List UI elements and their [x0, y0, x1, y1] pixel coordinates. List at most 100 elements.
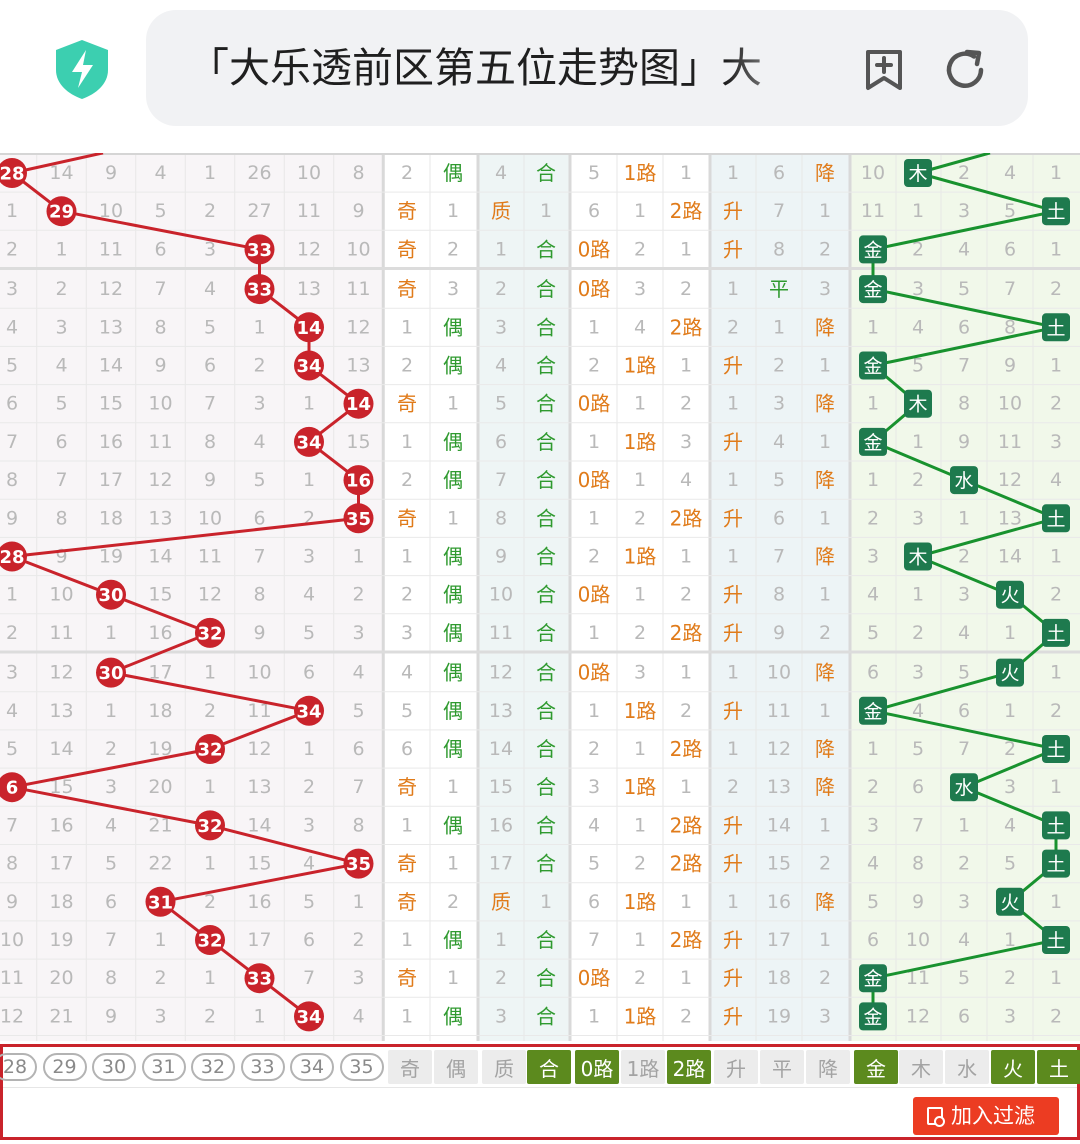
filter-option[interactable]: 30 [91, 1050, 137, 1084]
shield-bolt-icon[interactable] [52, 38, 112, 100]
address-bar[interactable]: 「大乐透前区第五位走势图」大 [146, 10, 1028, 126]
refresh-icon[interactable] [942, 47, 988, 93]
miss-value: 12 [198, 584, 222, 606]
element-char: 水 [954, 470, 973, 492]
cell-value: 4 [958, 238, 970, 260]
miss-value: 1 [204, 967, 216, 989]
cell-value: 2路 [670, 315, 703, 339]
cell-value: 1 [401, 546, 413, 568]
hit-ball-number: 33 [247, 240, 272, 261]
cell-value: 2 [1004, 967, 1016, 989]
add-filter-button[interactable]: 加入过滤 [913, 1097, 1059, 1135]
cell-value: 合 [536, 506, 556, 530]
element-char: 金 [863, 279, 882, 301]
filter-option[interactable]: 降 [806, 1050, 850, 1084]
miss-value: 11 [148, 431, 172, 453]
cell-value: 1 [401, 316, 413, 338]
element-char: 土 [1046, 739, 1065, 761]
cell-value: 9 [773, 622, 785, 644]
filter-option[interactable]: 偶 [434, 1050, 478, 1084]
cell-value: 10 [861, 162, 885, 184]
miss-value: 5 [6, 355, 18, 377]
filter-option[interactable]: 质 [482, 1050, 526, 1084]
miss-value: 12 [346, 316, 370, 338]
miss-value: 9 [154, 355, 166, 377]
filter-option[interactable]: 1路 [621, 1050, 665, 1084]
road-area-bg [570, 153, 710, 1041]
filter-option[interactable]: 升 [714, 1050, 758, 1084]
cell-value: 3 [912, 278, 924, 300]
cell-value: 3 [773, 393, 785, 415]
miss-value: 5 [303, 891, 315, 913]
filter-option[interactable]: 34 [289, 1050, 335, 1084]
odd-even-area-bg [383, 153, 478, 1041]
miss-value: 1 [105, 622, 117, 644]
miss-value: 3 [303, 814, 315, 836]
cell-value: 13 [767, 776, 791, 798]
miss-value: 16 [99, 431, 123, 453]
filter-option[interactable]: 合 [527, 1050, 571, 1084]
filter-option[interactable]: 32 [190, 1050, 236, 1084]
cell-value: 2 [634, 238, 646, 260]
filter-option[interactable]: 土 [1037, 1050, 1080, 1084]
bookmark-plus-icon[interactable] [860, 46, 908, 94]
filter-option[interactable]: 火 [991, 1050, 1035, 1084]
element-box [859, 696, 887, 725]
cell-value: 1 [819, 814, 831, 836]
cell-value: 3 [447, 278, 459, 300]
cell-value: 1 [912, 200, 924, 222]
cell-value: 2 [588, 546, 600, 568]
element-char: 金 [863, 432, 882, 454]
cell-value: 2路 [670, 506, 703, 530]
cell-value: 奇 [397, 775, 417, 799]
cell-value: 2 [680, 1005, 692, 1027]
cell-value: 合 [536, 545, 556, 569]
filter-option[interactable]: 平 [760, 1050, 804, 1084]
miss-value: 6 [154, 238, 166, 260]
cell-value: 6 [958, 1005, 970, 1027]
miss-value: 4 [352, 1005, 364, 1027]
filter-option[interactable]: 水 [945, 1050, 989, 1084]
cell-value: 5 [912, 738, 924, 760]
filter-option[interactable]: 0路 [575, 1050, 619, 1084]
filter-option[interactable]: 28 [0, 1050, 38, 1084]
miss-value: 10 [148, 393, 172, 415]
filter-option[interactable]: 奇 [388, 1050, 432, 1084]
cell-value: 13 [489, 700, 513, 722]
cell-value: 15 [767, 853, 791, 875]
miss-value: 2 [352, 584, 364, 606]
miss-value: 7 [352, 776, 364, 798]
filter-option[interactable]: 35 [339, 1050, 385, 1084]
cell-value: 2路 [670, 813, 703, 837]
miss-value: 11 [99, 238, 123, 260]
cell-value: 1 [727, 278, 739, 300]
miss-value: 1 [6, 584, 18, 606]
cell-value: 4 [867, 584, 879, 606]
cell-value: 2 [912, 469, 924, 491]
cell-value: 5 [1004, 200, 1016, 222]
cell-value: 2路 [670, 737, 703, 761]
miss-value: 12 [247, 738, 271, 760]
filter-option[interactable]: 2路 [667, 1050, 711, 1084]
hit-ball [244, 274, 275, 305]
filter-option[interactable]: 木 [899, 1050, 943, 1084]
element-box [859, 1002, 887, 1031]
hit-ball [195, 617, 225, 648]
filter-option[interactable]: 金 [854, 1050, 898, 1084]
hit-ball-number: 33 [247, 280, 272, 301]
cell-value: 4 [1004, 814, 1016, 836]
filter-option[interactable]: 31 [141, 1050, 187, 1084]
cell-value: 合 [536, 430, 556, 454]
page-title[interactable]: 「大乐透前区第五位走势图」大 [188, 44, 762, 92]
miss-value: 12 [0, 1005, 24, 1027]
miss-value: 15 [49, 776, 73, 798]
cell-value: 奇 [397, 237, 417, 261]
cell-value: 3 [1050, 431, 1062, 453]
cell-value: 1 [540, 891, 552, 913]
hit-ball [46, 196, 77, 227]
hit-ball-number: 33 [247, 969, 272, 990]
filter-option[interactable]: 33 [240, 1050, 286, 1084]
miss-value: 3 [6, 662, 18, 684]
filter-option[interactable]: 29 [42, 1050, 88, 1084]
cell-value: 平 [769, 277, 789, 301]
